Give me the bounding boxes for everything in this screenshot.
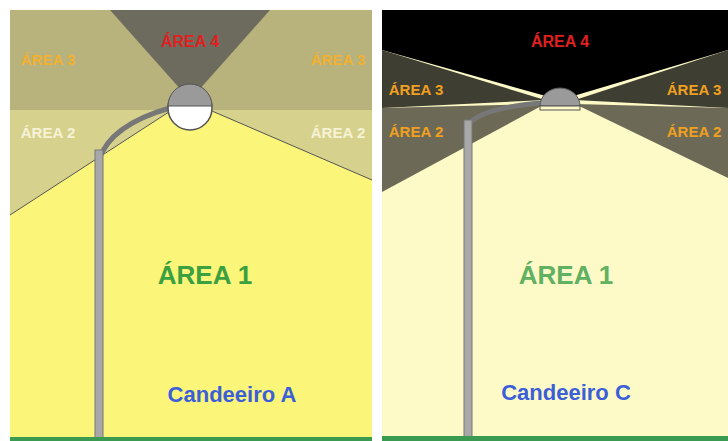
area-3-band xyxy=(10,10,372,110)
area-4-dark xyxy=(382,10,728,100)
area-label: ÁREA 2 xyxy=(667,124,721,141)
area-label: ÁREA 3 xyxy=(389,82,443,99)
area-label: ÁREA 3 xyxy=(311,52,365,69)
lamp-arm xyxy=(468,103,542,125)
ground-line xyxy=(10,437,372,441)
area-label: ÁREA 1 xyxy=(158,261,252,290)
area-1-ground xyxy=(10,10,372,441)
area-label: ÁREA 4 xyxy=(531,33,589,51)
lamp-pole xyxy=(95,150,103,441)
ground-line xyxy=(382,436,728,441)
lamp-name: Candeeiro A xyxy=(168,383,297,407)
area-2-wedge xyxy=(575,104,728,178)
lamp-cap xyxy=(168,84,212,106)
lamp-name: Candeeiro C xyxy=(501,381,631,405)
area-label: ÁREA 2 xyxy=(311,125,365,142)
boundary-line xyxy=(205,108,372,180)
area-3-wedge xyxy=(382,50,545,108)
area-label: ÁREA 1 xyxy=(519,261,613,290)
area-label: ÁREA 3 xyxy=(667,82,721,99)
lamp-pole xyxy=(464,120,472,441)
area-label: ÁREA 2 xyxy=(21,125,75,142)
area-1-ground xyxy=(382,10,728,441)
boundary-line xyxy=(10,108,175,215)
area-3-wedge xyxy=(575,50,728,108)
area-label: ÁREA 2 xyxy=(389,124,443,141)
lamp-cap xyxy=(540,88,580,106)
lamp-arm xyxy=(99,108,170,160)
lamp-lens xyxy=(540,106,580,110)
area-label: ÁREA 3 xyxy=(21,52,75,69)
area-label: ÁREA 4 xyxy=(161,33,219,51)
